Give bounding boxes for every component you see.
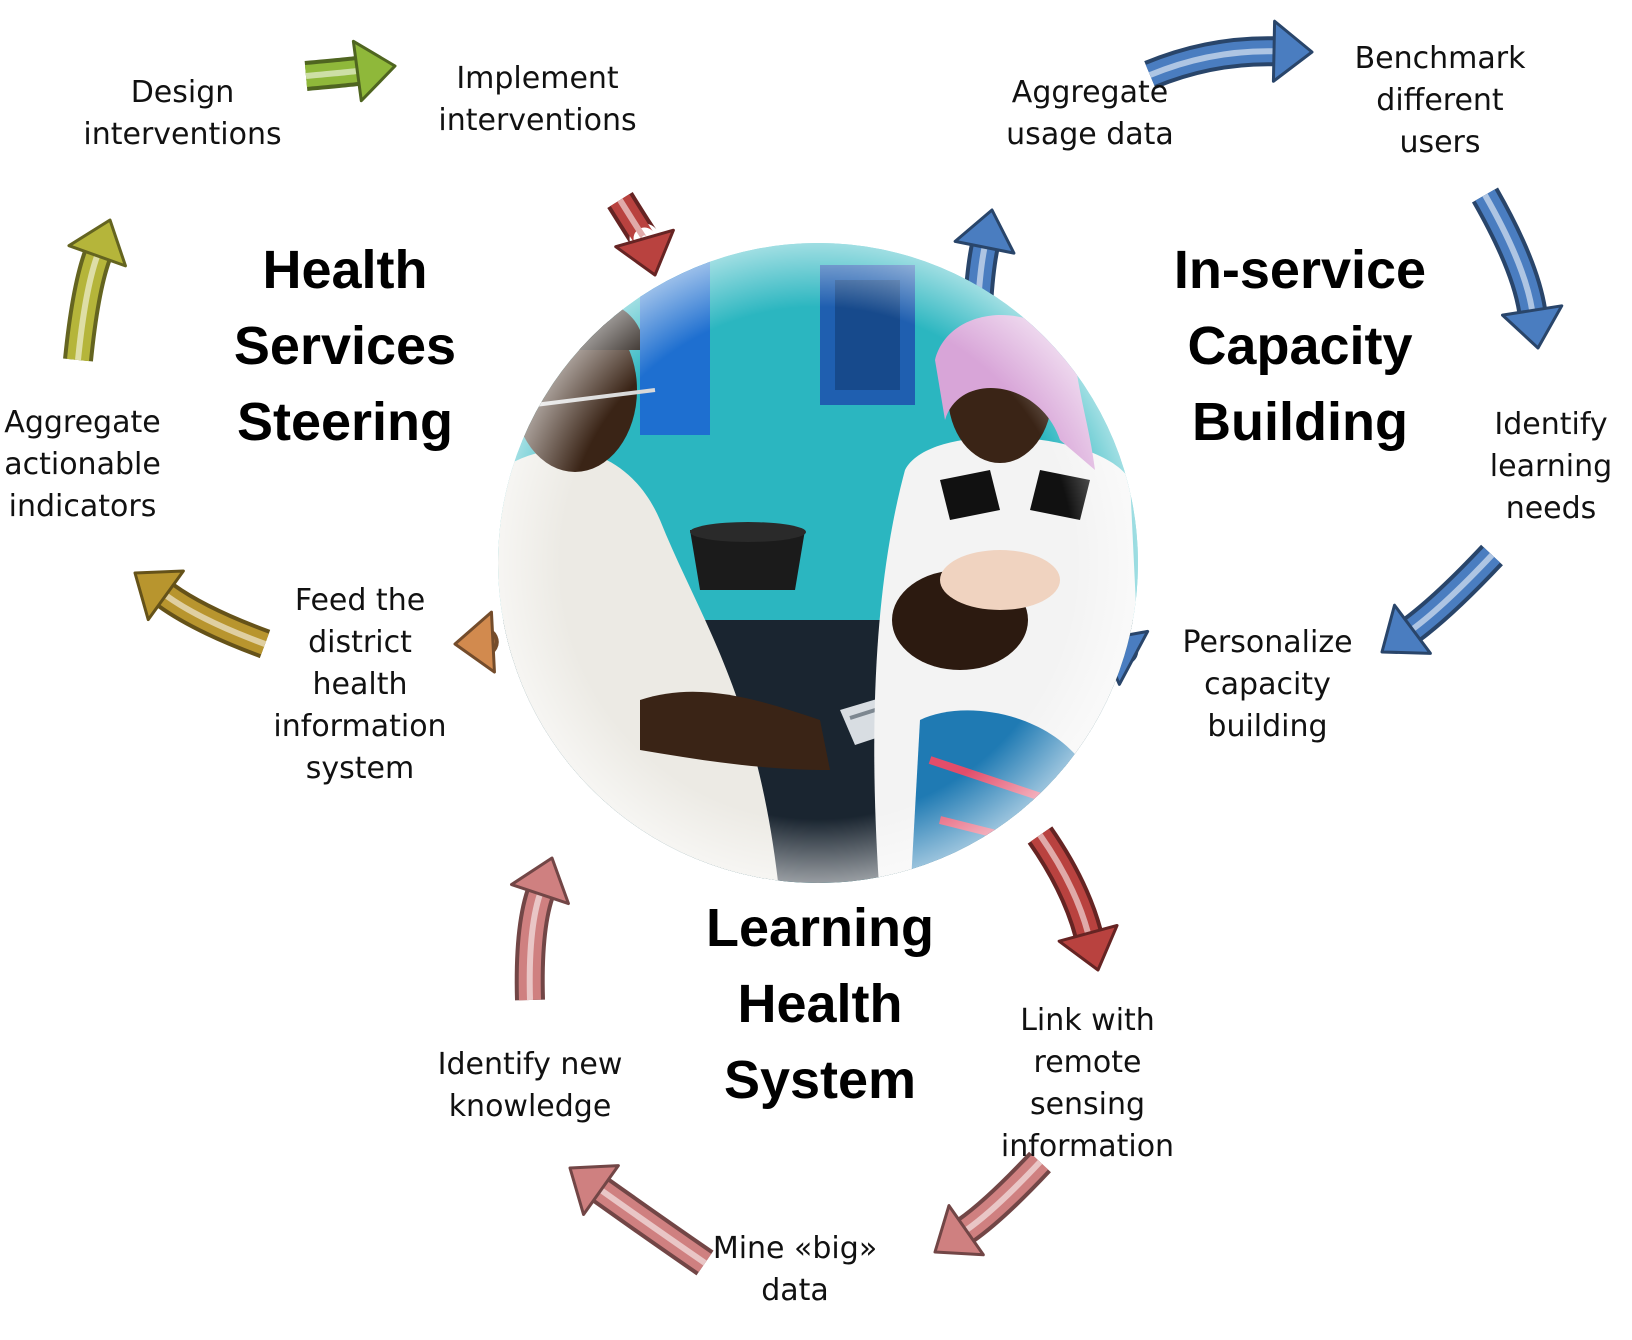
step-aggregate-actionable-indicators: Aggregate actionable indicators	[4, 405, 161, 524]
arrow-isc-aggregate-to-benchmark	[1144, 19, 1314, 89]
step-mine-big-data: Mine «big» data	[712, 1231, 878, 1308]
arrow-lhs-identify-to-center	[510, 856, 570, 1001]
step-aggregate-usage-data: Aggregate usage data	[1006, 75, 1174, 152]
arrow-isc-identify-to-personalize	[1380, 544, 1503, 655]
arrow-lhs-mine-to-identify	[568, 1164, 714, 1276]
arrow-hss-aggregate-to-design	[63, 218, 127, 362]
step-link-remote-sensing-information: Link with remote sensing information	[1000, 1003, 1175, 1164]
step-design-interventions: Design interventions	[83, 75, 282, 152]
learning-health-system-title: Learning Health System	[705, 898, 935, 1110]
arrow-shaft-highlight	[964, 1159, 1043, 1233]
arrow-shaft-highlight	[1410, 552, 1495, 632]
step-benchmark-different-users: Benchmark different users	[1354, 41, 1526, 160]
arrow-shaft-highlight	[75, 254, 101, 361]
arrow-head	[933, 1204, 985, 1257]
arrow-shaft-highlight	[1482, 193, 1536, 311]
arrow-head	[351, 39, 397, 103]
arrow-shaft-highlight	[1148, 48, 1275, 78]
arrow-head	[1271, 19, 1314, 83]
arrow-shaft-highlight	[599, 1187, 707, 1266]
step-identify-new-knowledge: Identify new knowledge	[437, 1047, 623, 1124]
arrow-head	[614, 228, 675, 277]
arrow-shaft-highlight	[305, 68, 358, 79]
arrow-shaft-highlight	[164, 592, 267, 647]
arrow-head	[1500, 304, 1564, 350]
health-services-steering-title: Health Services Steering	[233, 240, 457, 452]
step-feed-district-health-information-system: Feed the district health information sys…	[273, 583, 447, 786]
arrow-head	[133, 569, 185, 622]
arrow-lhs-link-to-mine	[933, 1151, 1051, 1257]
arrow-hss-design-to-implement	[304, 39, 397, 103]
arrow-head	[1380, 603, 1432, 655]
arrow-head	[510, 856, 570, 906]
arrow-head	[67, 218, 127, 268]
arrow-lhs-center-to-link	[1027, 826, 1119, 972]
arrow-head	[568, 1164, 620, 1216]
arrow-shaft-highlight	[1037, 833, 1091, 935]
step-identify-learning-needs: Identify learning needs	[1489, 407, 1613, 526]
arrow-head	[953, 208, 1016, 255]
arrow-shaft-highlight	[526, 893, 543, 1001]
arrow-isc-benchmark-to-identify	[1471, 187, 1564, 350]
in-service-capacity-building-title: In-service Capacity Building	[1173, 240, 1427, 452]
arrow-head	[1057, 923, 1119, 972]
arrow-hss-implement-to-center	[607, 192, 675, 277]
arrow-hss-feed-to-aggregate	[133, 569, 271, 659]
arrow-hss-center-to-feed	[453, 610, 499, 674]
step-implement-interventions: Implement interventions	[438, 61, 637, 138]
step-personalize-capacity-building: Personalize capacity building	[1182, 625, 1353, 744]
arrow-head	[453, 610, 496, 674]
